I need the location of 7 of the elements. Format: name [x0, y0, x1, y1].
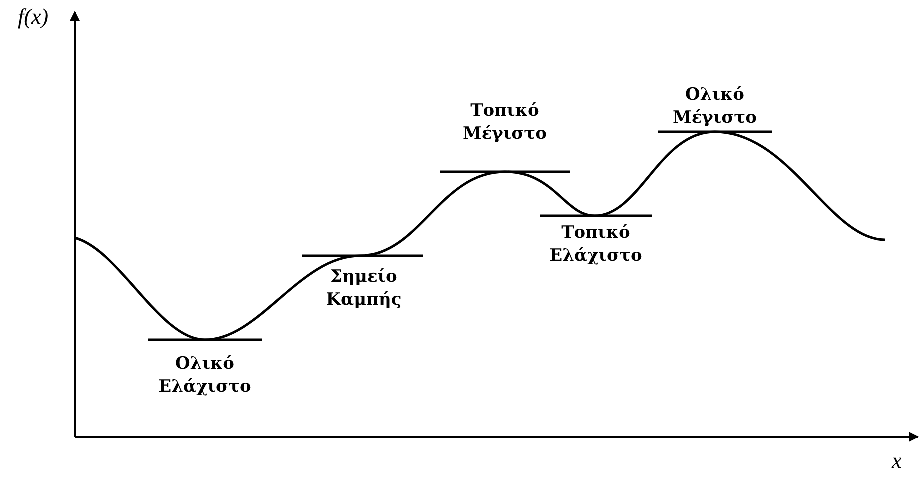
- point-label: Τοπικό Ελάχιστο: [548, 222, 644, 268]
- point-label: Ολικό Ελάχιστο: [158, 353, 252, 399]
- point-label: Τοπικό Μέγιστο: [462, 100, 548, 146]
- point-label: Ολικό Μέγιστο: [672, 84, 758, 130]
- axis-label: x: [892, 448, 902, 474]
- axis-label: f(x): [18, 4, 49, 30]
- point-label: Σημείο Καμπής: [325, 266, 403, 312]
